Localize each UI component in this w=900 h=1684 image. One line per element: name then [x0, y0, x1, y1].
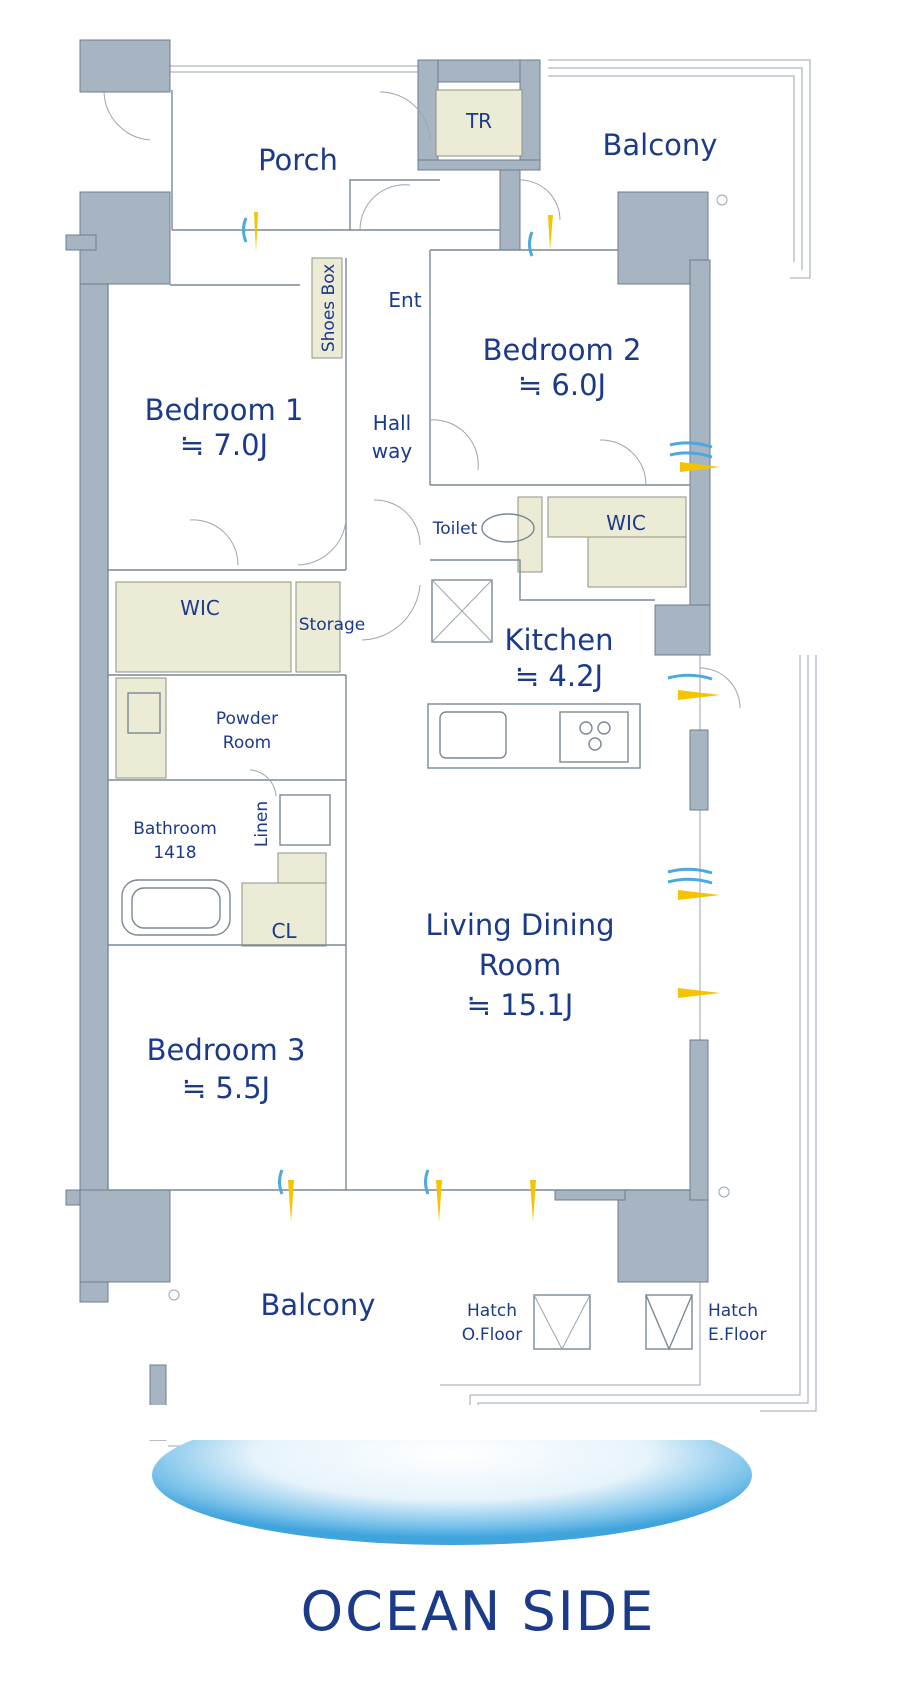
wic-left-label: WIC: [180, 596, 220, 620]
kitchen-size: ≒ 4.2J: [515, 659, 603, 693]
porch-label: Porch: [258, 143, 338, 177]
living-label-1: Living Dining: [425, 908, 614, 942]
door-swings: [103, 91, 741, 797]
airflow-right-living: [667, 867, 720, 998]
bedroom2-size: ≒ 6.0J: [518, 368, 606, 402]
hatch-o-label-1: Hatch: [467, 1301, 517, 1321]
hatch-o-label-2: O.Floor: [462, 1325, 522, 1345]
powder-room-label-2: Room: [223, 733, 271, 753]
living-size: ≒ 15.1J: [467, 988, 574, 1022]
hatch-e-label-2: E.Floor: [708, 1325, 766, 1345]
wic-right-label: WIC: [606, 511, 646, 535]
airflow-right-kitchen: [667, 673, 720, 700]
ocean-indicator: OCEAN SIDE: [140, 1405, 760, 1643]
bedroom2-label: Bedroom 2: [483, 333, 642, 367]
balcony-top-label: Balcony: [603, 128, 718, 162]
bathroom-label-2: 1418: [153, 843, 196, 863]
toilet-label: Toilet: [432, 519, 478, 539]
airflow-top-bedroom1: [242, 212, 258, 252]
cl-label: CL: [271, 919, 297, 943]
bedroom1-size: ≒ 7.0J: [180, 428, 268, 462]
bedroom3-size: ≒ 5.5J: [182, 1071, 270, 1105]
balcony-bottom-label: Balcony: [261, 1288, 376, 1322]
living-label-2: Room: [479, 948, 562, 982]
bedroom1-label: Bedroom 1: [145, 393, 304, 427]
airflow-bottom: [278, 1169, 536, 1222]
hallway-label-2: way: [372, 439, 413, 463]
hatch-e-label-1: Hatch: [708, 1301, 758, 1321]
linen-label: Linen: [252, 801, 272, 847]
fixtures: [121, 513, 693, 1351]
closets: [115, 89, 687, 947]
airflow-right-bedroom2: [669, 441, 720, 472]
room-labels: Porch TR Balcony Ent Shoes Box Bedroom 2…: [133, 109, 766, 1345]
kitchen-label: Kitchen: [505, 623, 614, 657]
interior-walls: [107, 90, 690, 1191]
airflow-top-bedroom2: [528, 215, 553, 257]
storage-label: Storage: [299, 615, 366, 635]
bedroom3-label: Bedroom 3: [147, 1033, 306, 1067]
tr-label: TR: [465, 109, 492, 133]
ocean-side-label: OCEAN SIDE: [301, 1580, 656, 1643]
bathroom-label-1: Bathroom: [133, 819, 217, 839]
airflow-markers: [242, 212, 720, 1222]
hallway-label-1: Hall: [373, 411, 411, 435]
ent-label: Ent: [388, 288, 421, 312]
drain-markers: [168, 194, 730, 1301]
balcony-top-railing: [160, 59, 811, 279]
structural-walls: [65, 39, 711, 1441]
powder-room-label-1: Powder: [216, 709, 278, 729]
shoes-box-label: Shoes Box: [319, 264, 339, 352]
